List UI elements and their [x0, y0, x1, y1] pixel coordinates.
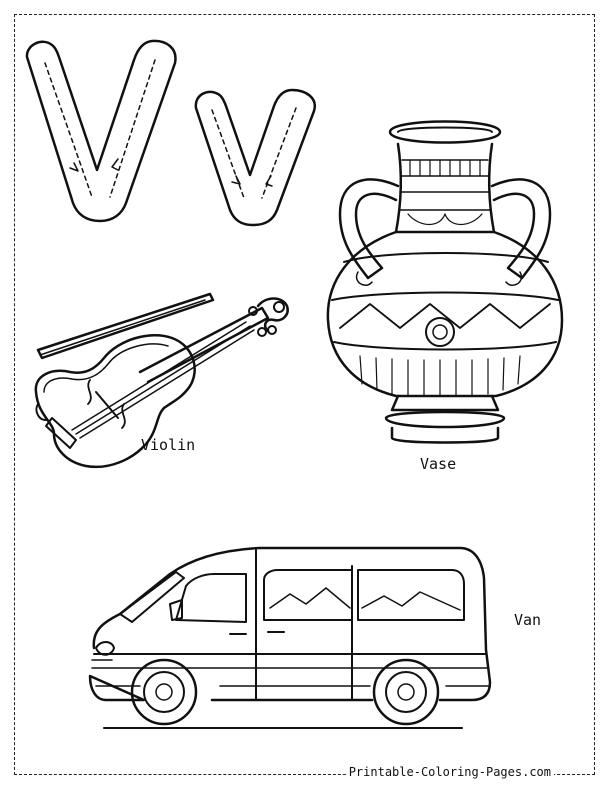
van-illustration: [88, 546, 492, 729]
van-label: Van: [514, 611, 542, 629]
vase-label: Vase: [420, 455, 457, 473]
violin-label: Violin: [141, 436, 196, 454]
lowercase-letter-v: [194, 88, 317, 227]
violin-illustration: [34, 292, 289, 469]
site-watermark: Printable-Coloring-Pages.com: [345, 765, 554, 779]
vase-illustration: [326, 120, 564, 444]
dashed-border: [14, 14, 595, 775]
uppercase-letter-v: [25, 39, 177, 223]
